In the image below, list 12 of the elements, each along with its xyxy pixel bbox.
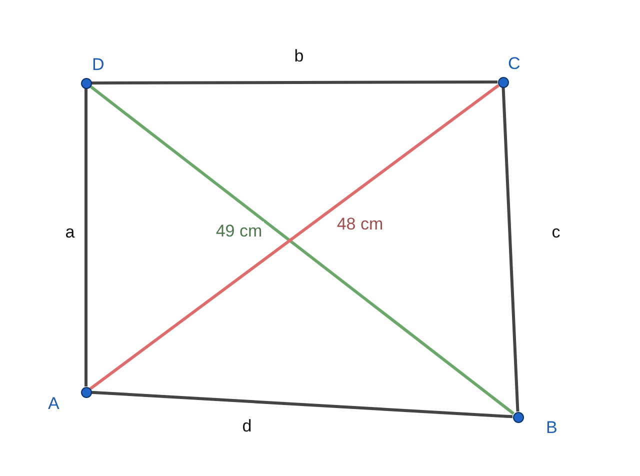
- vertex-point: [512, 412, 524, 422]
- vertex-label: B: [546, 419, 558, 436]
- vertex-point: [80, 386, 92, 398]
- line-segment: [91, 390, 513, 418]
- vertex-label: C: [508, 55, 520, 72]
- line-segment: [84, 88, 88, 386]
- vertex-label: D: [92, 56, 104, 73]
- vertex-point: [498, 76, 508, 88]
- vertex-point: [80, 78, 92, 88]
- vertex-label: A: [48, 395, 60, 412]
- line-segment: [92, 80, 498, 84]
- line-segment: [502, 87, 520, 412]
